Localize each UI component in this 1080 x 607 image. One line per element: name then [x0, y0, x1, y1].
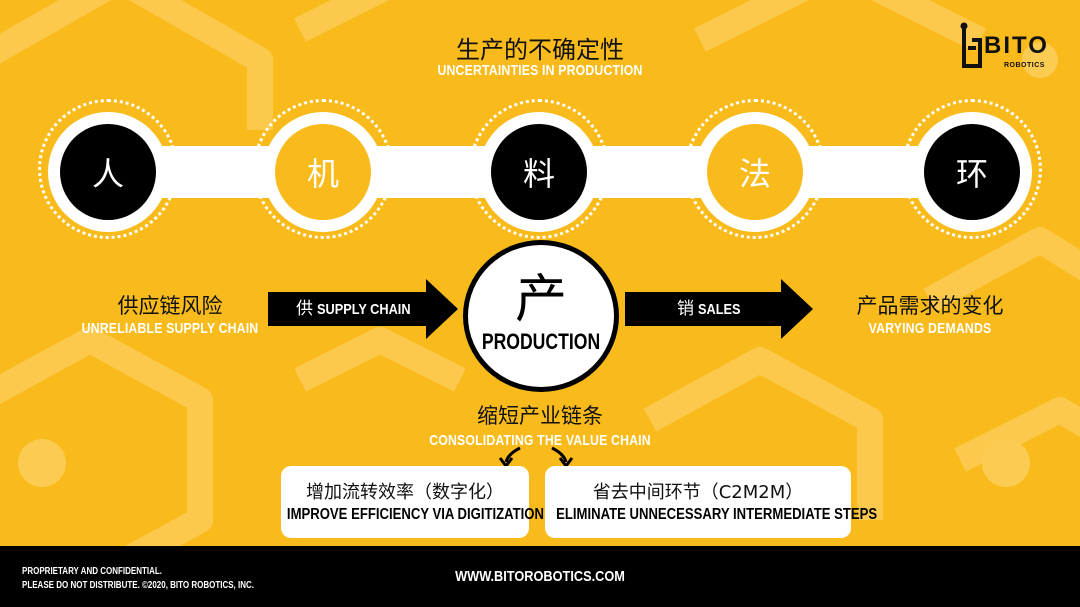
digitization-box: 增加流转效率（数字化） IMPROVE EFFICIENCY VIA DIGIT…	[281, 466, 544, 538]
branch-arrows-icon	[498, 446, 574, 468]
background-pattern	[0, 0, 1080, 546]
arrow-en: SALES	[698, 301, 741, 318]
arrow-head	[426, 279, 458, 339]
production-circle: 产 PRODUCTION	[463, 240, 619, 392]
production-label: PRODUCTION	[481, 329, 601, 354]
arrow-body	[268, 292, 428, 326]
value-chain-subtitle: CONSOLIDATING THE VALUE CHAIN	[429, 432, 651, 449]
digitization-cn: 增加流转效率（数字化）	[306, 482, 504, 503]
confidential-line1: PROPRIETARY AND CONFIDENTIAL.	[22, 566, 163, 577]
digitization-en: IMPROVE EFFICIENCY VIA DIGITIZATION	[286, 506, 544, 523]
arrow-head	[781, 279, 813, 339]
c2m2m-box: 省去中间环节（C2M2M） ELIMINATE UNNECESSARY INTE…	[545, 466, 878, 538]
chain-node-ren: 人	[60, 124, 156, 220]
chain-node-fa: 法	[707, 124, 803, 220]
dotted-ring	[902, 99, 1042, 239]
demand-sublabel: VARYING DEMANDS	[868, 320, 992, 337]
arrow-cn: 销	[677, 299, 694, 319]
dotted-ring	[685, 99, 825, 239]
logo-sub: ROBOTICS	[1004, 62, 1045, 69]
arrow-en: SUPPLY CHAIN	[317, 301, 411, 318]
dotted-ring	[469, 99, 609, 239]
chain-node-ji: 机	[275, 124, 371, 220]
chain-node-liao: 料	[491, 124, 587, 220]
bito-logo-icon	[960, 22, 982, 68]
dotted-ring	[38, 99, 178, 239]
value-chain-title: 缩短产业链条	[477, 404, 603, 428]
demand-label: 产品需求的变化	[856, 294, 1004, 318]
page-subtitle: UNCERTAINTIES IN PRODUCTION	[437, 62, 643, 79]
bito-logo: BITO ROBOTICS	[958, 22, 1058, 74]
dotted-ring	[253, 99, 393, 239]
logo-name: BITO	[984, 32, 1049, 59]
arrow-body	[625, 292, 783, 326]
page-title: 生产的不确定性	[456, 36, 624, 64]
footer: PROPRIETARY AND CONFIDENTIAL. PLEASE DO …	[0, 546, 1080, 607]
production-char: 产	[514, 270, 567, 330]
supply-risk-sublabel: UNRELIABLE SUPPLY CHAIN	[81, 320, 259, 337]
c2m2m-en: ELIMINATE UNNECESSARY INTERMEDIATE STEPS	[556, 506, 878, 523]
c2m2m-cn: 省去中间环节（C2M2M）	[592, 482, 804, 503]
confidential-notice: PROPRIETARY AND CONFIDENTIAL. PLEASE DO …	[22, 565, 254, 593]
arrow-cn: 供	[296, 299, 313, 319]
chain-node-huan: 环	[924, 124, 1020, 220]
supply-risk-label: 供应链风险	[117, 294, 223, 318]
confidential-line2: PLEASE DO NOT DISTRIBUTE. ©2020, BITO RO…	[22, 580, 254, 591]
website-link[interactable]: WWW.BITOROBOTICS.COM	[455, 568, 625, 585]
